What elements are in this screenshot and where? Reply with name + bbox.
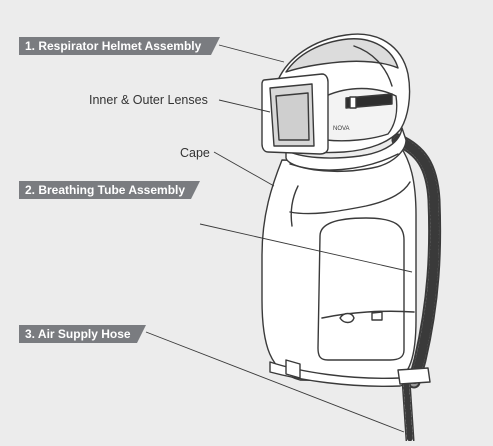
cape-inner-panel — [317, 217, 405, 361]
lens-inner-edge — [275, 92, 310, 141]
belt-clip — [371, 311, 383, 321]
neck-collar — [285, 127, 407, 172]
waist-buckle — [285, 359, 301, 379]
leader-helmet — [218, 44, 285, 63]
cape-fold-left — [290, 185, 299, 227]
strap-buckle — [349, 96, 357, 109]
leader-lenses — [218, 99, 271, 113]
helmet-strap — [345, 93, 393, 109]
breathing-tube — [391, 133, 442, 389]
leader-hose — [145, 331, 405, 433]
leader-cape — [213, 151, 275, 187]
helmet-top-panel — [285, 38, 399, 73]
label-cape: Cape — [180, 146, 210, 160]
label-breathing-tube-assembly: 2. Breathing Tube Assembly — [19, 181, 200, 199]
label-respirator-helmet-assembly: 1. Respirator Helmet Assembly — [19, 37, 220, 55]
helmet-ridge — [353, 45, 393, 87]
label-air-supply-hose: 3. Air Supply Hose — [19, 325, 146, 343]
leader-tube — [199, 223, 413, 273]
collar-band — [289, 153, 399, 171]
cape-fold-upper — [289, 181, 411, 215]
belt-buckle — [339, 312, 355, 324]
helmet-brand-text: NOVA — [333, 126, 350, 132]
air-supply-hose — [397, 367, 431, 445]
label-inner-outer-lenses: Inner & Outer Lenses — [89, 93, 208, 107]
belt-line — [321, 310, 415, 319]
